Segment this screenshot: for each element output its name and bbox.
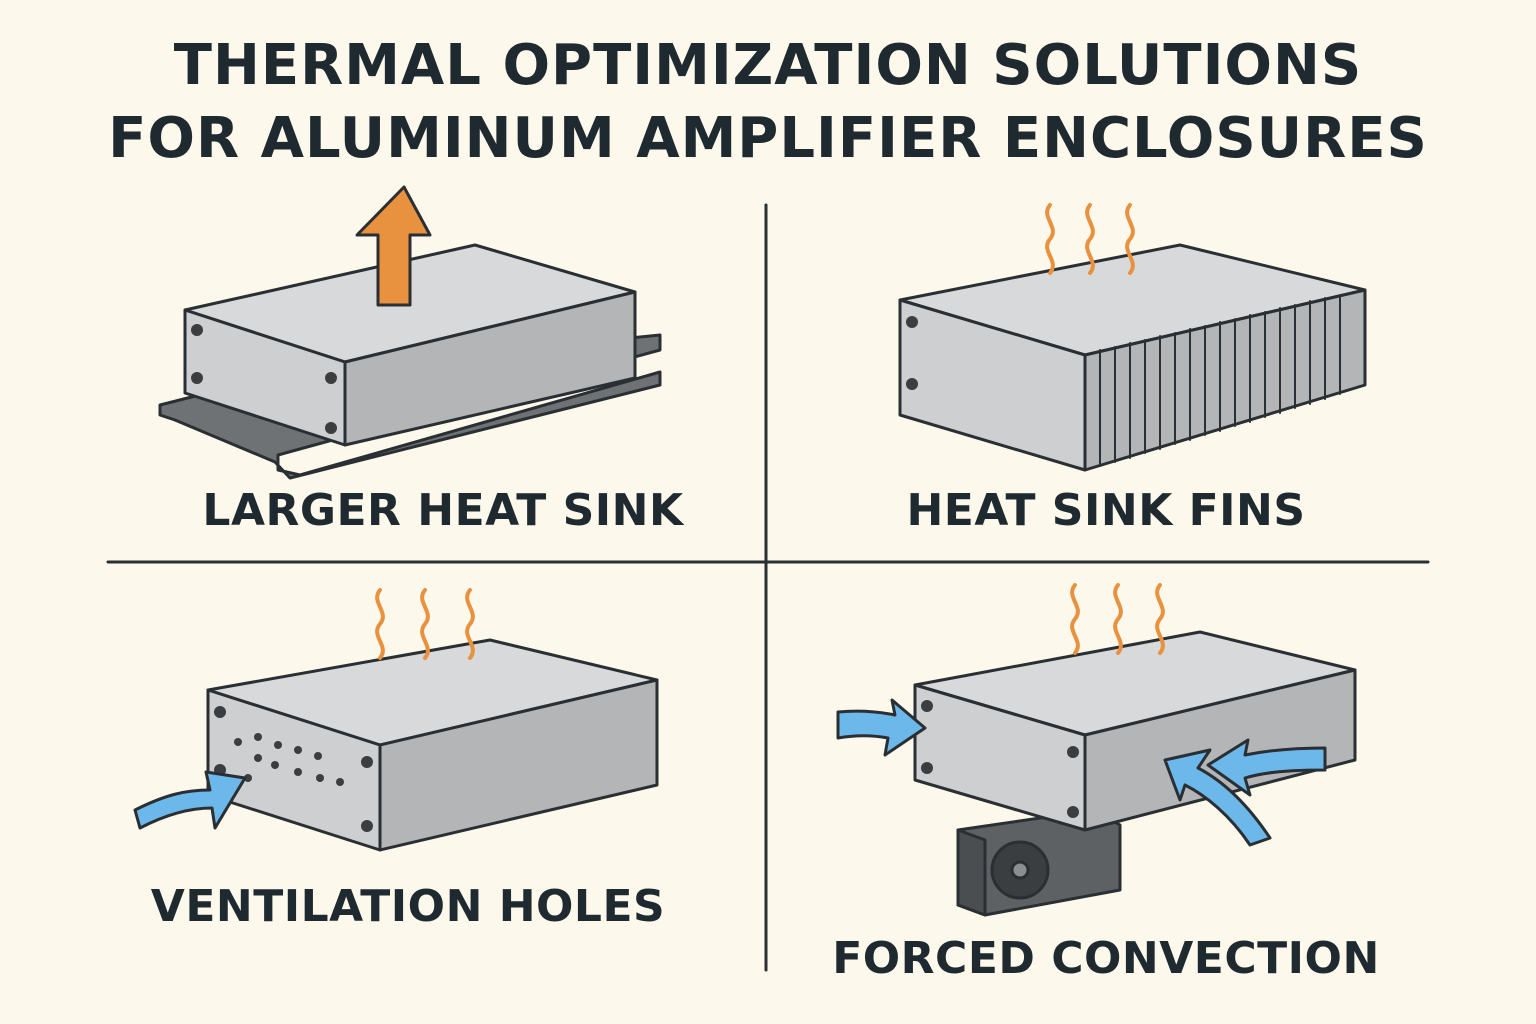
label-forced-convection: FORCED CONVECTION: [832, 933, 1380, 984]
label-heat-sink-fins: HEAT SINK FINS: [906, 485, 1306, 536]
airflow-arrow-icon: [133, 770, 247, 830]
title-line-2: FOR ALUMINUM AMPLIFIER ENCLOSURES: [108, 106, 1428, 171]
fan-unit: [956, 808, 1122, 917]
heat-waves-icon: [1070, 583, 1165, 655]
heat-waves-icon: [375, 588, 475, 660]
airflow-arrow-icon: [836, 698, 1327, 847]
title-line-1: THERMAL OPTIMIZATION SOLUTIONS: [173, 33, 1363, 98]
label-larger-heat-sink: LARGER HEAT SINK: [202, 485, 684, 536]
vent-holes: [214, 706, 373, 832]
enclosure-with-fins: [898, 243, 1367, 472]
screw-icons: [191, 324, 337, 434]
label-ventilation-holes: VENTILATION HOLES: [150, 881, 666, 932]
heat-waves-icon: [1045, 203, 1135, 275]
up-arrow-icon: [355, 185, 432, 307]
enclosure-with-holes: [206, 638, 659, 852]
enclosure-forced-air: [913, 630, 1357, 832]
